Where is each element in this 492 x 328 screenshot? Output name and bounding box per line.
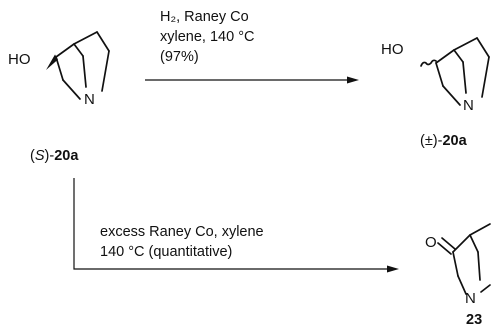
atom-n: N xyxy=(84,91,95,108)
quinuclidine-skeleton xyxy=(55,31,110,100)
label-rac-20a: (±)-20a xyxy=(420,133,468,149)
condition-1-line-2: xylene, 140 °C xyxy=(160,29,254,45)
condition-2-line-2: 140 °C (quantitative) xyxy=(100,244,232,260)
atom-ho: HO xyxy=(381,41,404,58)
condition-1-line-3: (97%) xyxy=(160,49,199,65)
structure-23: O N xyxy=(425,223,491,307)
condition-2-line-1: excess Raney Co, xylene xyxy=(100,224,264,240)
atom-ho: HO xyxy=(8,51,31,68)
conditions-2: excess Raney Co, xylene 140 °C (quantita… xyxy=(100,224,264,260)
label-s-20a: (S)-20a xyxy=(30,148,79,164)
label-23: 23 xyxy=(466,312,482,328)
atom-n: N xyxy=(463,97,474,114)
structure-s-20a: HO N xyxy=(8,31,110,108)
condition-1-line-1: H₂, Raney Co xyxy=(160,9,249,25)
atom-o: O xyxy=(425,234,437,251)
wavy-bond xyxy=(420,59,437,67)
quinuclidinone-skeleton xyxy=(452,223,491,295)
conditions-1: H₂, Raney Co xylene, 140 °C (97%) xyxy=(160,9,254,65)
quinuclidine-skeleton xyxy=(435,37,490,106)
carbonyl-bond-a xyxy=(437,242,452,255)
wedge-bond xyxy=(46,54,58,70)
carbonyl-bond-b xyxy=(441,237,456,250)
reaction-arrow-2 xyxy=(73,178,399,273)
structure-rac-20a: HO N xyxy=(381,37,490,114)
reaction-arrow-1 xyxy=(145,76,359,84)
atom-n: N xyxy=(465,290,476,307)
